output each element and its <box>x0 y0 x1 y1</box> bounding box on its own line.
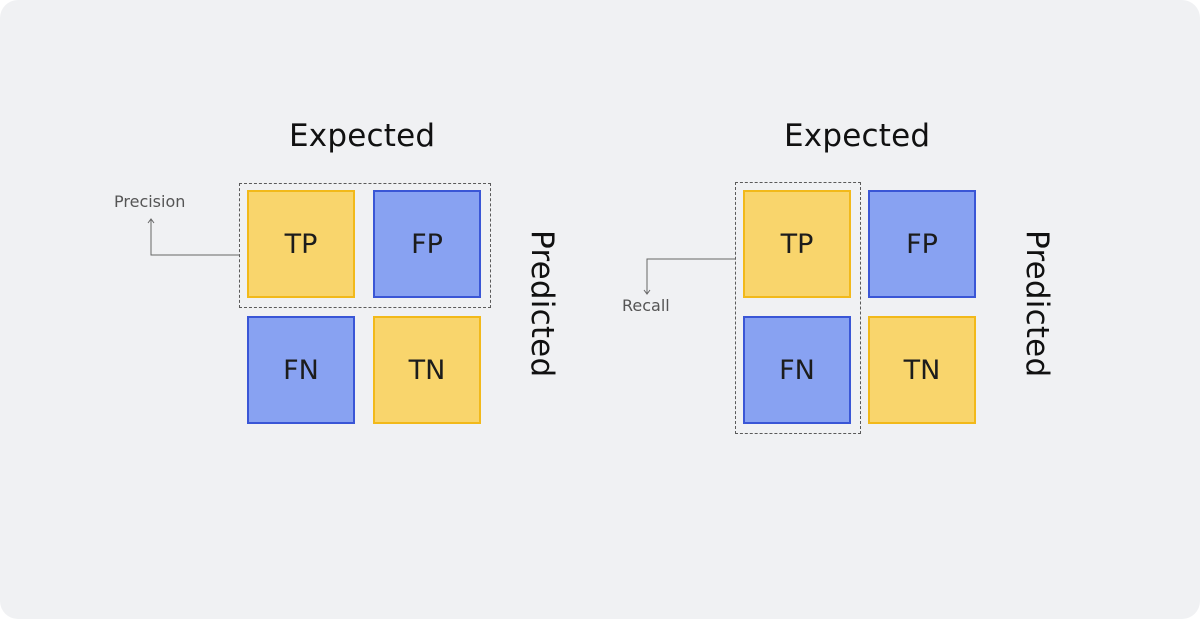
cell-true-negative: TN <box>868 316 976 424</box>
precision-highlight-box <box>239 183 491 308</box>
cell-true-negative: TN <box>373 316 481 424</box>
expected-axis-label: Expected <box>289 118 436 154</box>
precision-label: Precision <box>114 192 186 211</box>
precision-diagram: Expected TP FP FN TN Predicted Precision <box>114 118 560 424</box>
precision-connector-arrow <box>147 218 239 256</box>
cell-false-negative: FN <box>743 316 851 424</box>
cell-false-positive: FP <box>868 190 976 298</box>
cell-false-positive: FP <box>373 190 481 298</box>
cell-true-positive: TP <box>247 190 355 298</box>
cell-true-positive: TP <box>743 190 851 298</box>
expected-axis-label: Expected <box>784 118 931 154</box>
predicted-axis-label: Predicted <box>1019 230 1055 378</box>
recall-highlight-box <box>735 182 861 434</box>
predicted-axis-label: Predicted <box>524 230 560 378</box>
recall-diagram: Expected TP FP FN TN Predicted Recall <box>600 0 1200 619</box>
recall-connector-arrow <box>643 258 735 295</box>
cell-false-negative: FN <box>247 316 355 424</box>
recall-label: Recall <box>622 296 670 315</box>
